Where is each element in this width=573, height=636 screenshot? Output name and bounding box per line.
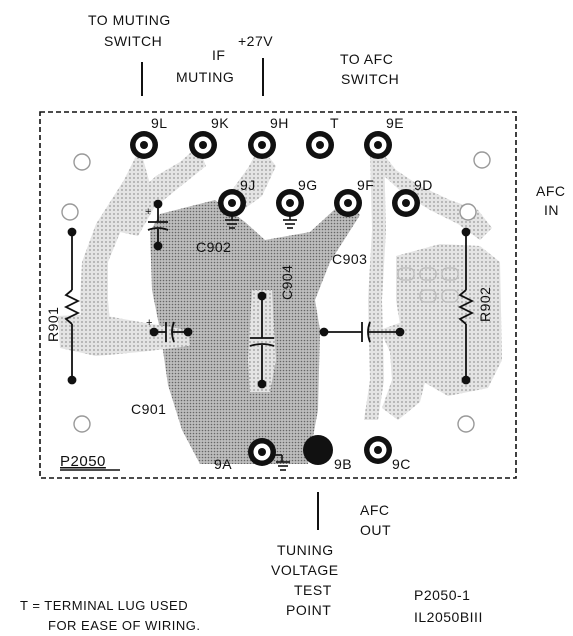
terminal-9G	[276, 189, 304, 217]
resistor-r902	[457, 227, 475, 385]
afc-in-label-2: IN	[544, 202, 559, 218]
tuning-label-1: TUNING	[277, 542, 334, 558]
label-9F: 9F	[357, 177, 374, 193]
afc-out-label-2: OUT	[360, 522, 391, 538]
mounting-holes	[61, 151, 491, 433]
unused-holes	[397, 267, 459, 303]
label-9E: 9E	[386, 115, 404, 131]
ground-icon	[225, 212, 239, 229]
trace-9K	[120, 146, 206, 236]
ground-icon	[274, 454, 290, 471]
afc-out-label: AFC	[360, 502, 390, 518]
label-9L: 9L	[151, 115, 168, 131]
board-name: P2050	[60, 453, 106, 470]
if-muting-label: IF	[212, 47, 225, 63]
if-muting-label-2: MUTING	[176, 69, 234, 85]
label-c902: C902	[196, 239, 231, 255]
note-line-1: T = TERMINAL LUG USED	[20, 598, 188, 613]
label-9H: 9H	[270, 115, 289, 131]
label-9K: 9K	[211, 115, 229, 131]
tuning-label-4: POINT	[286, 602, 331, 618]
terminal-9F	[334, 189, 362, 217]
label-c903: C903	[332, 251, 367, 267]
terminal-T	[306, 131, 334, 159]
terminal-labels: 9L 9K 9H T 9E 9J 9G 9F 9D 9A 9B 9C	[151, 115, 433, 472]
terminals	[130, 131, 420, 466]
to-afc-switch-label-2: SWITCH	[341, 71, 399, 87]
capacitor-c902: +	[145, 199, 169, 251]
plus27v-label: +27V	[238, 33, 273, 49]
note-line-2: FOR EASE OF WIRING.	[48, 618, 201, 633]
tuning-label-2: VOLTAGE	[271, 562, 339, 578]
terminal-9B	[303, 435, 333, 465]
terminal-9K	[189, 131, 217, 159]
to-muting-switch-label: TO MUTING	[88, 12, 171, 28]
label-9D: 9D	[414, 177, 433, 193]
tuning-label-3: TEST	[294, 582, 332, 598]
ground-icon	[283, 212, 297, 229]
mount-hole	[73, 153, 91, 171]
svg-text:+: +	[145, 206, 151, 218]
terminal-9H	[248, 131, 276, 159]
trace-9E-down	[364, 150, 386, 420]
terminal-9E	[364, 131, 392, 159]
resistor-r901	[63, 227, 81, 385]
trace-right-lower	[380, 322, 428, 420]
trace-left-lower	[58, 314, 190, 356]
label-r902: R902	[477, 287, 493, 322]
terminal-9D	[392, 189, 420, 217]
label-9C: 9C	[392, 456, 411, 472]
capacitor-c901: +	[146, 317, 193, 343]
mount-hole	[457, 415, 475, 433]
label-9B: 9B	[334, 456, 352, 472]
label-9A: 9A	[214, 456, 232, 472]
mount-hole	[459, 203, 477, 221]
terminal-9L	[130, 131, 158, 159]
terminal-9C	[364, 436, 392, 464]
svg-text:+: +	[146, 317, 152, 329]
terminal-9J	[218, 189, 246, 217]
capacitor-c904	[249, 291, 275, 389]
label-T: T	[330, 115, 339, 131]
to-afc-switch-label: TO AFC	[340, 51, 393, 67]
to-muting-switch-label-2: SWITCH	[104, 33, 162, 49]
doc-number-1: P2050-1	[414, 587, 470, 603]
label-c904: C904	[279, 265, 295, 300]
label-9J: 9J	[240, 177, 256, 193]
label-9G: 9G	[298, 177, 318, 193]
mount-hole	[61, 203, 79, 221]
terminal-9A	[248, 438, 276, 466]
mount-hole	[73, 415, 91, 433]
capacitor-c903	[319, 321, 405, 343]
label-c901: C901	[131, 401, 166, 417]
afc-in-label: AFC	[536, 183, 566, 199]
doc-number-2: IL2050BIII	[414, 609, 483, 625]
mount-hole	[473, 151, 491, 169]
label-r901: R901	[45, 307, 61, 342]
trace-c904	[248, 290, 276, 392]
